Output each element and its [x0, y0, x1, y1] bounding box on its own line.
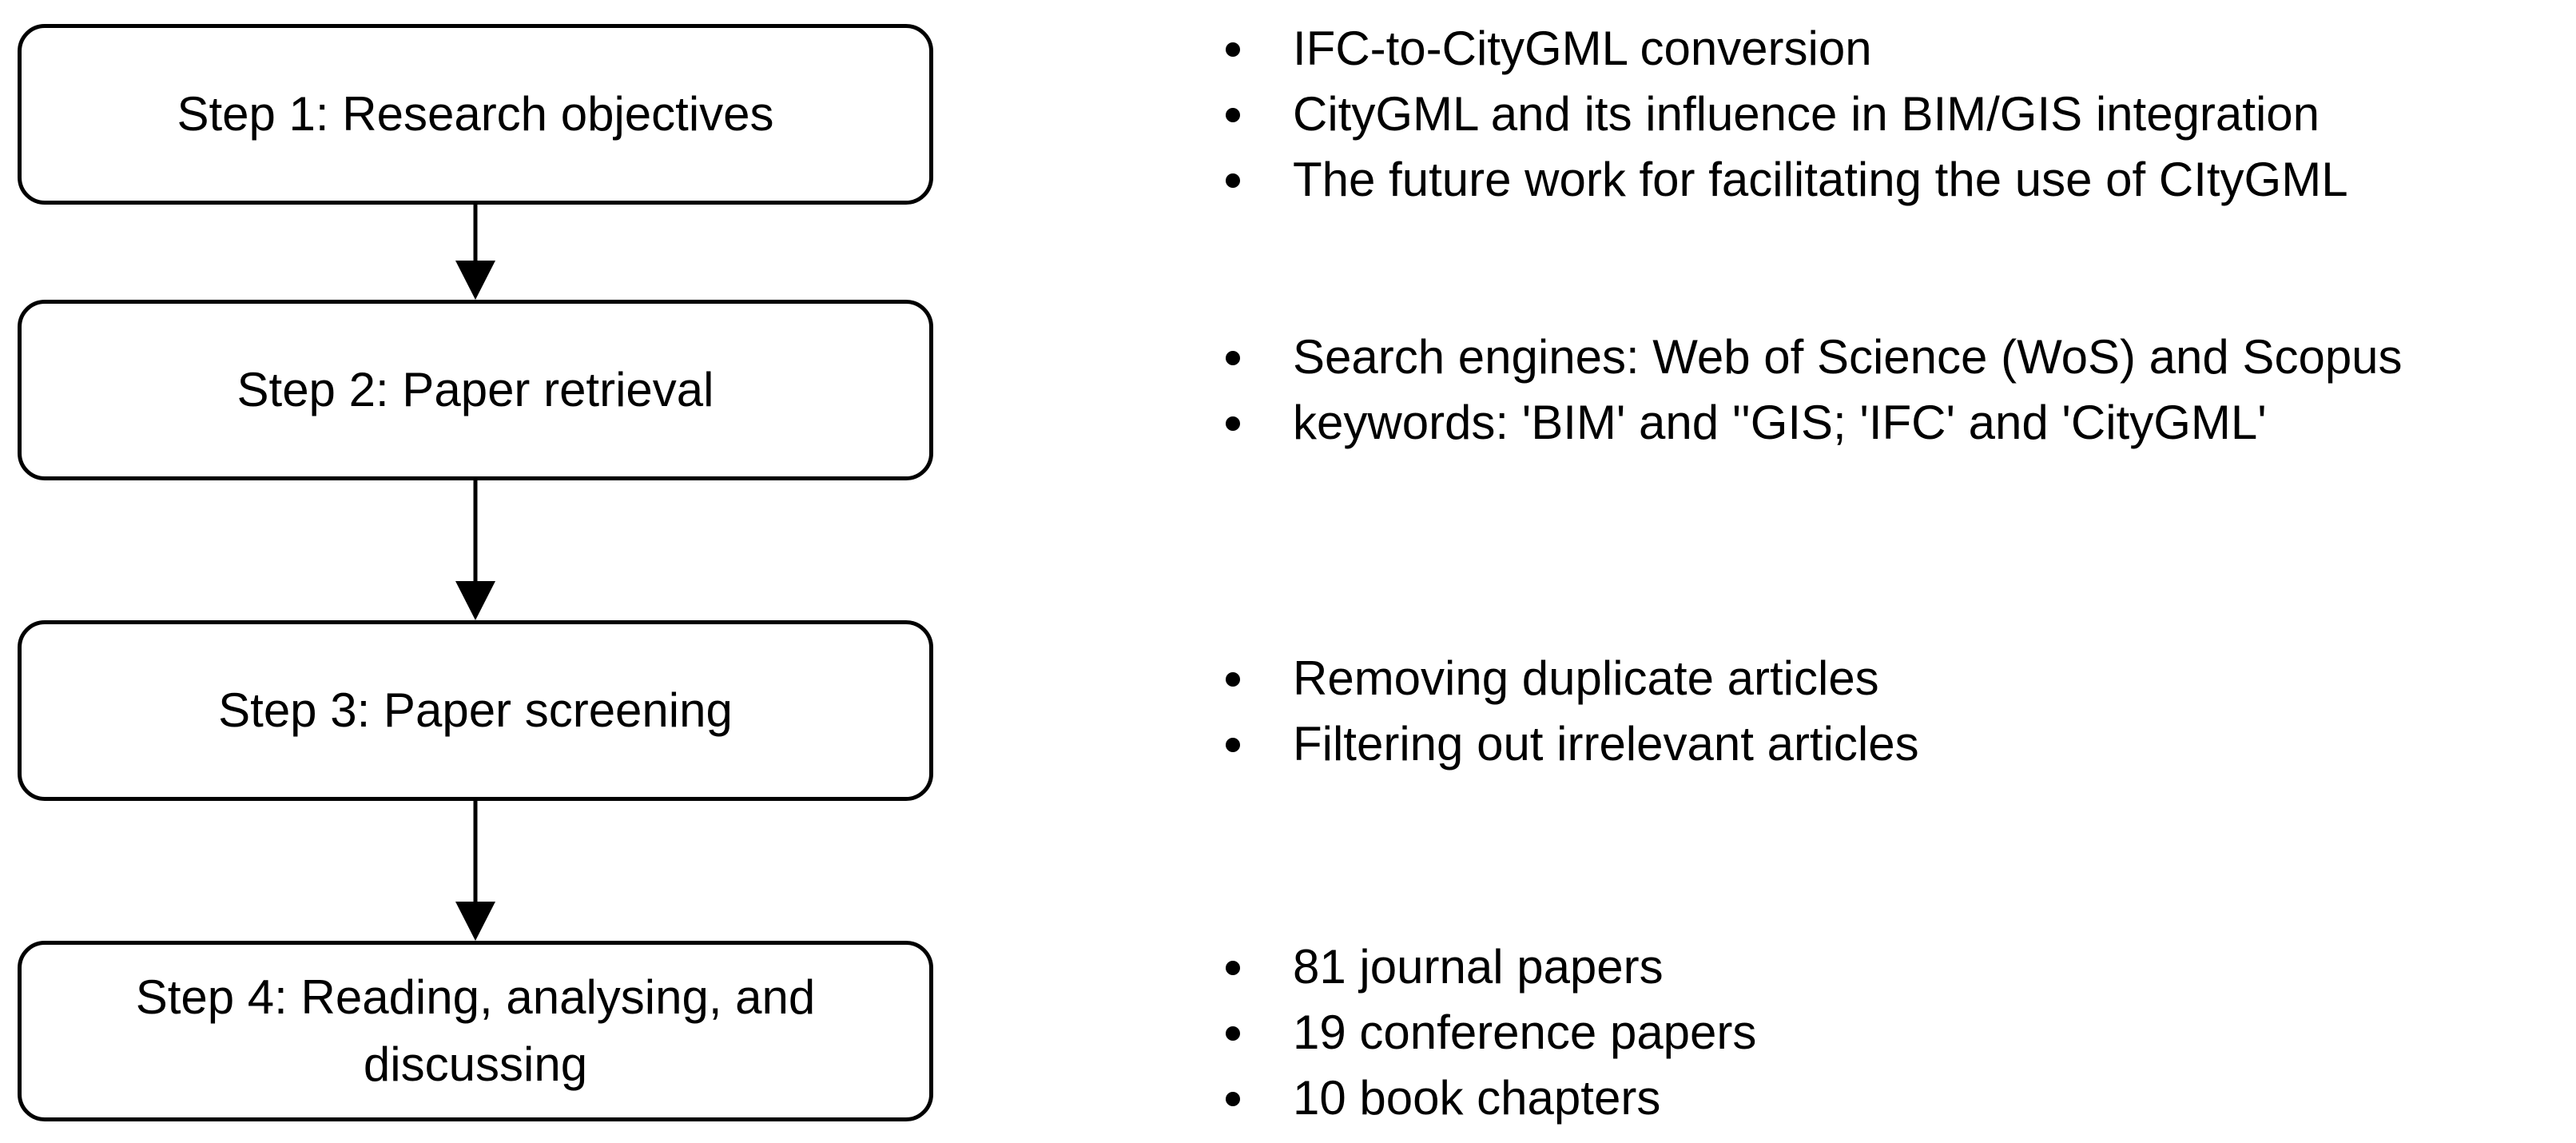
bullet-dot-icon	[1226, 108, 1240, 122]
list-item-text: Filtering out irrelevant articles	[1293, 717, 1919, 771]
list-item-text: IFC-to-CityGML conversion	[1293, 22, 1872, 75]
list-item: IFC-to-CityGML conversion	[1214, 16, 2348, 82]
list-item: CityGML and its influence in BIM/GIS int…	[1214, 82, 2348, 147]
list-item: 81 journal papers	[1214, 934, 1756, 1000]
step-2-box: Step 2: Paper retrieval	[18, 300, 933, 480]
step-3-label: Step 3: Paper screening	[218, 683, 733, 737]
list-item: Search engines: Web of Science (WoS) and…	[1214, 325, 2403, 390]
list-item-text: The future work for facilitating the use…	[1293, 153, 2348, 206]
list-item: 19 conference papers	[1214, 1000, 1756, 1065]
list-item-text: Search engines: Web of Science (WoS) and…	[1293, 330, 2403, 384]
step-1-box: Step 1: Research objectives	[18, 24, 933, 205]
step-4-details: 81 journal papers 19 conference papers 1…	[1214, 934, 1756, 1131]
step-1-details: IFC-to-CityGML conversion CityGML and it…	[1214, 16, 2348, 213]
connector-step2-step3	[455, 480, 495, 620]
step-2-details: Search engines: Web of Science (WoS) and…	[1214, 325, 2403, 456]
list-item-text: keywords: 'BIM' and ''GIS; 'IFC' and 'Ci…	[1293, 396, 2267, 449]
bullet-dot-icon	[1226, 173, 1240, 188]
list-item-text: Removing duplicate articles	[1293, 651, 1879, 705]
list-item: keywords: 'BIM' and ''GIS; 'IFC' and 'Ci…	[1214, 390, 2403, 456]
list-item-text: 19 conference papers	[1293, 1006, 1757, 1059]
step-4-box: Step 4: Reading, analysing, and discussi…	[18, 941, 933, 1121]
list-item-text: CityGML and its influence in BIM/GIS int…	[1293, 87, 2320, 141]
step-3-box: Step 3: Paper screening	[18, 620, 933, 801]
list-item: The future work for facilitating the use…	[1214, 147, 2348, 213]
step-3-details: Removing duplicate articles Filtering ou…	[1214, 646, 1919, 777]
list-item-text: 10 book chapters	[1293, 1071, 1661, 1125]
step-1-label: Step 1: Research objectives	[177, 87, 774, 141]
bullet-dot-icon	[1226, 42, 1240, 57]
connector-step1-step2	[455, 205, 495, 300]
list-item-text: 81 journal papers	[1293, 940, 1664, 994]
connector-step3-step4	[455, 801, 495, 941]
bullet-dot-icon	[1226, 738, 1240, 752]
bullet-dot-icon	[1226, 1092, 1240, 1106]
list-item: Removing duplicate articles	[1214, 646, 1919, 711]
step-4-label: Step 4: Reading, analysing, and discussi…	[135, 970, 816, 1091]
step-2-label: Step 2: Paper retrieval	[237, 363, 714, 416]
bullet-dot-icon	[1226, 351, 1240, 365]
list-item: Filtering out irrelevant articles	[1214, 711, 1919, 777]
bullet-dot-icon	[1226, 672, 1240, 687]
list-item: 10 book chapters	[1214, 1065, 1756, 1131]
bullet-dot-icon	[1226, 416, 1240, 431]
bullet-dot-icon	[1226, 961, 1240, 975]
bullet-dot-icon	[1226, 1026, 1240, 1041]
